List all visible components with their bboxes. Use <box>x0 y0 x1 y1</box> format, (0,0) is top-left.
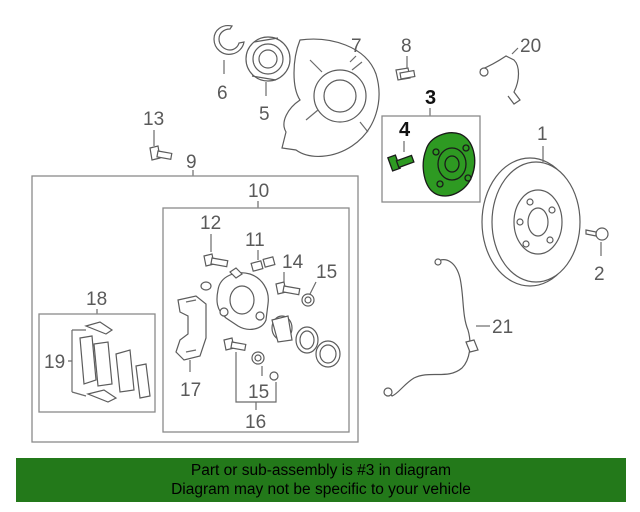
leader-15-upper <box>309 281 317 295</box>
callout-3: 3 <box>425 87 436 109</box>
callout-6: 6 <box>217 83 228 104</box>
callout-19: 19 <box>44 352 65 373</box>
boot-part-15-upper[interactable] <box>301 293 315 307</box>
callout-21: 21 <box>492 317 513 338</box>
dust-boot[interactable] <box>315 340 341 368</box>
callout-15-lower: 15 <box>248 382 269 403</box>
callout-15-upper: 15 <box>316 262 337 283</box>
banner-line-2: Diagram may not be specific to your vehi… <box>171 481 471 498</box>
callout-10: 10 <box>248 181 269 202</box>
snap-ring-part-6[interactable] <box>213 25 245 55</box>
wheel-bearing-part-5[interactable] <box>245 36 291 82</box>
guide-pin-lower[interactable] <box>251 351 265 365</box>
brake-disc-part-1[interactable] <box>481 157 581 287</box>
caliper-body[interactable] <box>216 267 269 330</box>
piston-seal[interactable] <box>295 326 319 354</box>
caliper-assembly-box-9 <box>31 175 359 443</box>
caliper-bracket-part-17[interactable] <box>175 295 207 361</box>
leader-20 <box>511 47 519 55</box>
callout-17: 17 <box>180 380 201 401</box>
piston[interactable] <box>271 315 293 343</box>
callout-14: 14 <box>282 252 304 273</box>
callout-8: 8 <box>401 36 412 57</box>
boot-part-15-lower[interactable] <box>269 371 279 381</box>
wheel-hub-part-3[interactable] <box>422 132 476 197</box>
callout-16: 16 <box>245 412 266 433</box>
callout-13: 13 <box>143 109 164 130</box>
callout-4: 4 <box>399 119 411 141</box>
callout-12: 12 <box>200 213 221 234</box>
screw-part-2[interactable] <box>585 227 609 241</box>
hub-assembly-box <box>381 115 481 203</box>
callout-2: 2 <box>594 264 605 285</box>
caliper-spring[interactable] <box>200 281 212 291</box>
brake-pads-part-19[interactable] <box>79 321 151 403</box>
cap-part-11[interactable] <box>250 256 276 272</box>
bolt-part-8[interactable] <box>395 67 416 81</box>
callout-18: 18 <box>86 289 107 310</box>
leader-7 <box>349 55 357 63</box>
banner-line-1: Part or sub-assembly is #3 in diagram <box>190 462 452 479</box>
guide-bolt-part-12[interactable] <box>203 253 229 268</box>
callout-11: 11 <box>245 230 265 251</box>
dust-shield-part-7[interactable] <box>281 38 380 157</box>
info-banner: Part or sub-assembly is #3 in diagram Di… <box>16 458 626 502</box>
guide-pin-part-14[interactable] <box>275 281 301 296</box>
callout-7: 7 <box>351 36 362 57</box>
callout-20: 20 <box>520 36 541 57</box>
abs-harness-part-21[interactable] <box>383 258 479 397</box>
bolt-part-13[interactable] <box>149 145 173 161</box>
caliper-box-10 <box>162 207 350 433</box>
pad-kit-box-18 <box>38 313 156 413</box>
callout-1: 1 <box>537 124 548 145</box>
abs-sensor-part-20[interactable] <box>479 55 521 105</box>
callout-9: 9 <box>186 152 197 173</box>
callout-5: 5 <box>259 104 270 125</box>
guide-bolt-lower[interactable] <box>223 337 247 352</box>
leader-19-bracket <box>68 329 87 397</box>
hub-bolt-part-4[interactable] <box>387 154 415 172</box>
